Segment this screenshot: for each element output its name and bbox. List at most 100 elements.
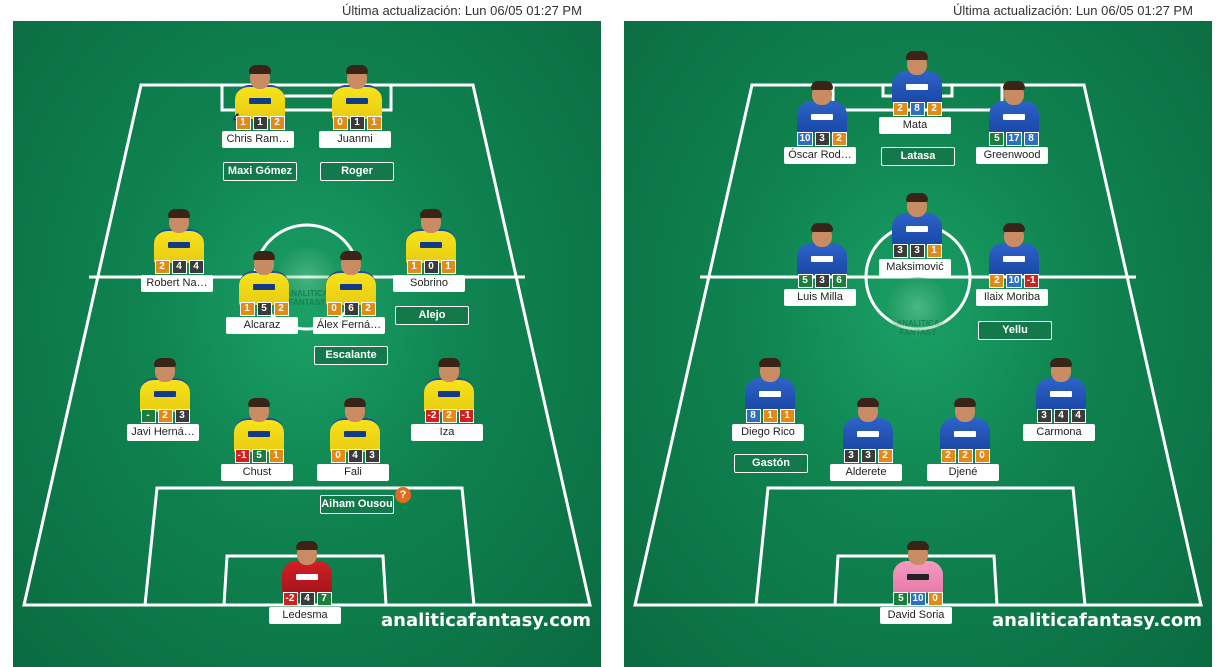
score-badge: - — [140, 409, 156, 423]
shirt-sponsor — [906, 84, 928, 90]
score-badge: 3 — [860, 449, 876, 463]
player-name[interactable]: Robert Na… — [141, 275, 213, 292]
substitute-name[interactable]: Aiham Ousou — [320, 495, 394, 514]
player-photo — [234, 398, 284, 452]
score-badge: -2 — [282, 592, 298, 606]
player-card[interactable]: 4112Chris Ram… — [222, 65, 295, 148]
score-badge: 0 — [423, 260, 439, 274]
player-name[interactable]: Chris Ram… — [222, 131, 294, 148]
score-badge: 2 — [157, 409, 173, 423]
shirt-sponsor — [253, 284, 275, 290]
player-name[interactable]: Óscar Rod… — [784, 147, 856, 164]
player-hair — [811, 223, 833, 232]
player-photo — [424, 358, 474, 412]
player-name[interactable]: Maksimović — [879, 259, 951, 276]
player-name[interactable]: Chust — [221, 464, 293, 481]
player-photo — [745, 358, 795, 410]
player-name[interactable]: Mata — [879, 117, 951, 134]
player-photo — [332, 65, 382, 119]
player-name[interactable]: Sobrino — [393, 275, 465, 292]
player-name[interactable]: Javi Herná… — [127, 424, 199, 441]
player-name[interactable]: Carmona — [1023, 424, 1095, 441]
score-badge: 2 — [926, 102, 942, 116]
score-badge: 0 — [927, 592, 943, 606]
score-badge: 1 — [440, 260, 456, 274]
shirt-sponsor — [420, 242, 442, 248]
player-photo — [940, 398, 990, 450]
player-name[interactable]: Álex Ferná… — [313, 317, 385, 334]
shirt-sponsor — [438, 391, 460, 397]
player-name[interactable]: Diego Rico — [732, 424, 804, 441]
score-badge: 1 — [235, 116, 251, 130]
player-name[interactable]: Juanmi — [319, 131, 391, 148]
substitute-name[interactable]: Latasa — [881, 147, 955, 166]
score-badge: 8 — [909, 102, 925, 116]
shirt-sponsor — [296, 574, 318, 580]
substitute-name[interactable]: Escalante — [314, 346, 388, 365]
player-photo — [235, 65, 285, 119]
score-badge: 4 — [188, 260, 204, 274]
pitch-getafe: ANALITICA FANTASY analiticafantasy.com 1… — [624, 21, 1212, 667]
player-hair — [154, 358, 176, 367]
substitute-name[interactable]: Alejo — [395, 306, 469, 325]
substitute-name[interactable]: Roger — [320, 162, 394, 181]
player-name[interactable]: Iza — [411, 424, 483, 441]
player-hair — [811, 81, 833, 90]
shirt-sponsor — [168, 242, 190, 248]
score-badge: 2 — [269, 116, 285, 130]
player-hair — [253, 251, 275, 260]
player-name[interactable]: Ilaix Moriba — [976, 289, 1048, 306]
player-photo — [1036, 358, 1086, 410]
score-badge: 2 — [154, 260, 170, 274]
player-name[interactable]: David Soria — [880, 607, 952, 624]
player-name[interactable]: Luis Milla — [784, 289, 856, 306]
player-name[interactable]: Alcaraz — [226, 317, 298, 334]
substitute-name[interactable]: Yellu — [978, 321, 1052, 340]
player-hair — [954, 398, 976, 407]
substitute-name[interactable]: Gastón — [734, 454, 808, 473]
player-hair — [296, 541, 318, 550]
score-badge: 7 — [316, 592, 332, 606]
player-name[interactable]: Greenwood — [976, 147, 1048, 164]
score-badge: 0 — [330, 449, 346, 463]
player-name[interactable]: Fali — [317, 464, 389, 481]
player-hair — [1003, 223, 1025, 232]
player-name[interactable]: Djené — [927, 464, 999, 481]
player-hair — [248, 398, 270, 407]
player-photo — [797, 223, 847, 275]
player-name[interactable]: Ledesma — [269, 607, 341, 624]
score-badge: 3 — [814, 132, 830, 146]
shirt-sponsor — [154, 391, 176, 397]
score-badge: -1 — [234, 449, 250, 463]
doubt-icon[interactable]: ? — [395, 487, 411, 503]
score-badge: 10 — [910, 592, 926, 606]
player-name[interactable]: Alderete — [830, 464, 902, 481]
substitute-name[interactable]: Maxi Gómez — [223, 162, 297, 181]
